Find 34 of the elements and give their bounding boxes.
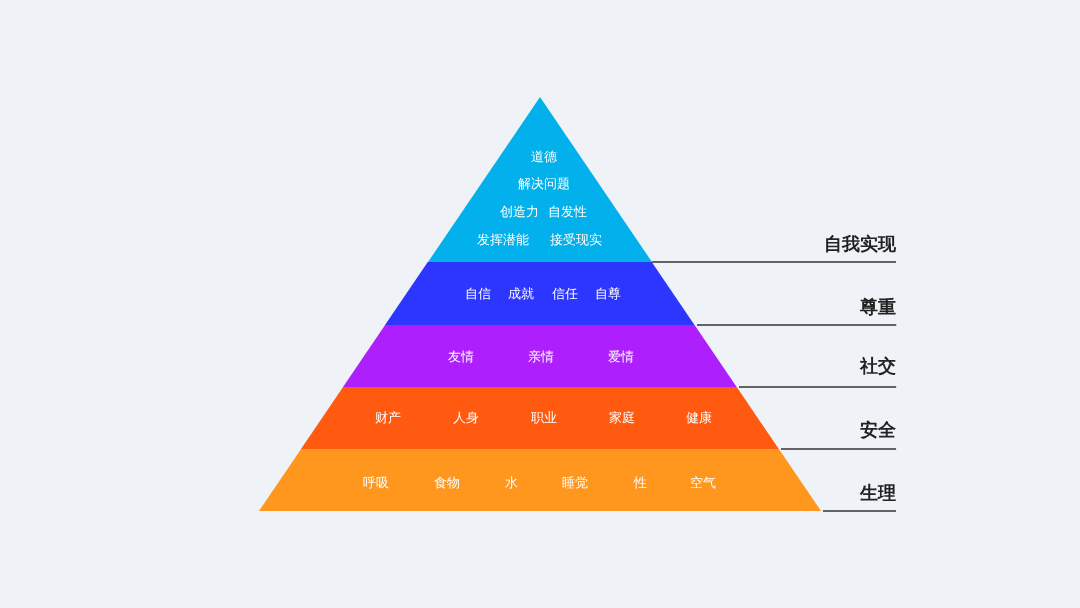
tier-text: 创造力 (500, 204, 540, 220)
tier-text: 自尊 (595, 286, 621, 302)
level-label: 安全 (860, 419, 896, 441)
tier-text: 食物 (434, 475, 460, 491)
pyramid-top-triangle (428, 97, 652, 262)
tier-text: 自信 (465, 286, 491, 302)
tier-text: 爱情 (608, 349, 634, 365)
tier-text: 人身 (453, 410, 479, 426)
level-label: 自我实现 (824, 233, 896, 255)
tier-text: 家庭 (609, 410, 635, 426)
tier-text: 接受现实 (550, 232, 602, 248)
level-label: 生理 (860, 482, 896, 504)
pyramid-tier (301, 387, 779, 449)
tier-text: 睡觉 (562, 475, 588, 491)
level-label: 社交 (860, 355, 896, 377)
tier-text: 自发性 (548, 204, 588, 220)
tier-text: 亲情 (528, 349, 554, 365)
tier-text: 水 (504, 475, 518, 491)
pyramid-tier (259, 449, 821, 511)
tier-text: 职业 (531, 410, 557, 426)
tier-text: 信任 (552, 286, 578, 302)
tier-text: 财产 (375, 410, 401, 426)
tier-text: 空气 (690, 475, 716, 491)
tier-text: 解决问题 (518, 176, 570, 192)
tier-text: 友情 (448, 349, 474, 365)
pyramid-tier (385, 262, 695, 325)
tier-text: 性 (633, 475, 647, 491)
tier-text: 发挥潜能 (477, 232, 529, 248)
tier-text: 健康 (686, 410, 712, 426)
pyramid-tier (343, 325, 737, 387)
tier-text: 呼吸 (363, 475, 389, 491)
level-label: 尊重 (860, 296, 896, 318)
tier-text: 道德 (531, 149, 557, 165)
tier-text: 成就 (508, 286, 534, 302)
